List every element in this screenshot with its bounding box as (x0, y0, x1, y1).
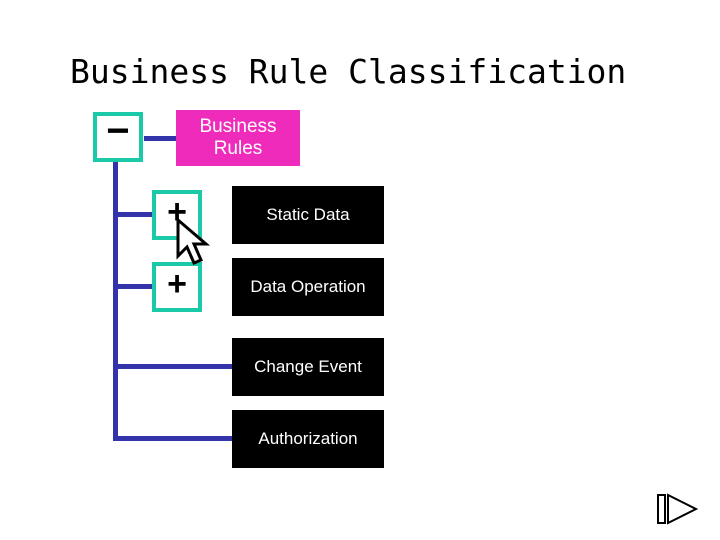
tree-toggle-static-data-glyph: + (167, 193, 187, 231)
page-title: Business Rule Classification (70, 52, 627, 91)
tree-node-static-data-label: Static Data (266, 204, 350, 224)
connector-branch-2 (113, 284, 152, 289)
connector-branch-4 (113, 436, 232, 441)
tree-node-authorization[interactable]: Authorization (232, 410, 384, 468)
tree-toggle-data-operation-glyph: + (167, 265, 187, 303)
connector-branch-1 (113, 212, 152, 217)
connector-root-horizontal (144, 136, 178, 141)
tree-node-static-data[interactable]: Static Data (232, 186, 384, 244)
connector-branch-3 (113, 364, 232, 369)
tree-node-data-operation-label: Data Operation (250, 276, 366, 296)
tree-node-business-rules-label: Business Rules (199, 115, 277, 159)
tree-node-data-operation[interactable]: Data Operation (232, 258, 384, 316)
tree-node-change-event[interactable]: Change Event (232, 338, 384, 396)
tree-node-authorization-label: Authorization (258, 428, 358, 448)
tree-toggle-static-data[interactable]: + (152, 190, 202, 240)
connector-trunk-vertical (113, 158, 118, 440)
tree-toggle-data-operation[interactable]: + (152, 262, 202, 312)
tree-toggle-root-glyph: − (106, 109, 130, 153)
tree-node-change-event-label: Change Event (254, 356, 362, 376)
tree-node-business-rules[interactable]: Business Rules (176, 110, 300, 166)
tree-toggle-root[interactable]: − (93, 109, 143, 162)
play-next-icon[interactable] (656, 492, 702, 528)
mouse-pointer-icon (176, 216, 216, 266)
